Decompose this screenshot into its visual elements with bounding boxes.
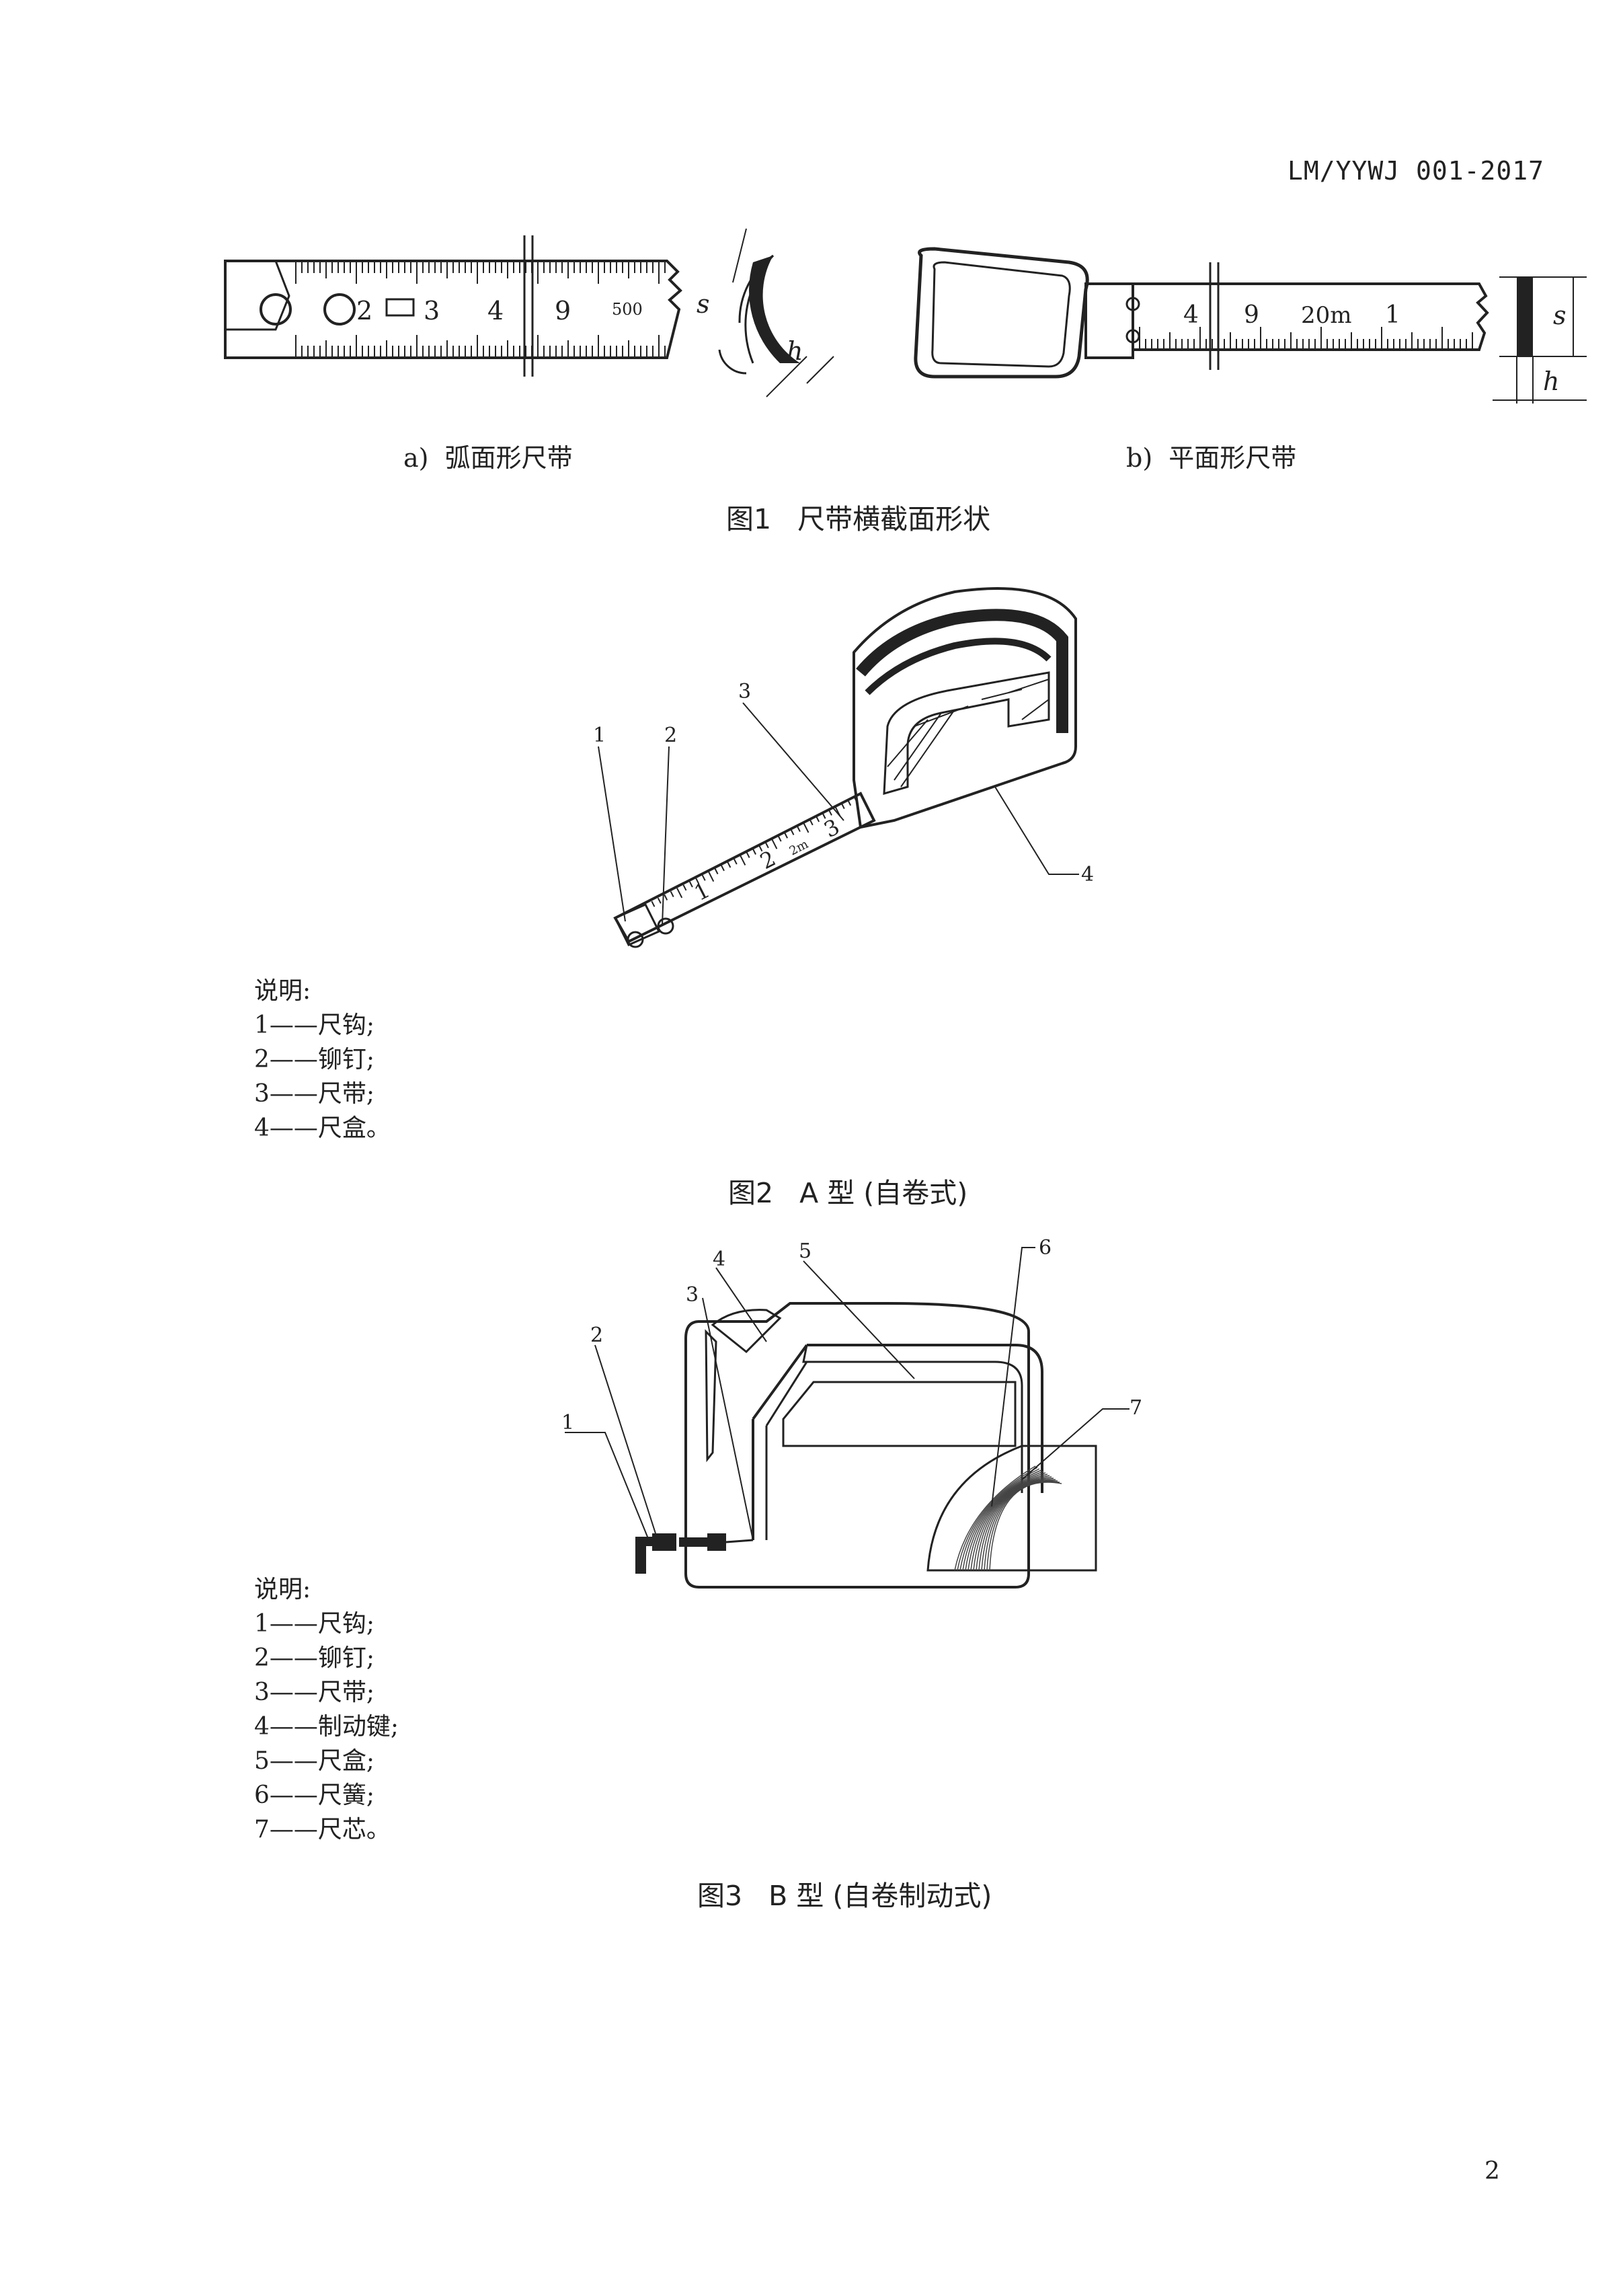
figure1a-subcaption: a) 弧面形尺带 (403, 443, 573, 473)
curved-cross-section: s h (697, 228, 834, 397)
dimension-s: s (697, 289, 710, 319)
tape-number: 4 (1183, 301, 1199, 329)
tape-case (684, 1302, 1043, 1589)
callout-3: 3 (738, 680, 751, 703)
hook-rivet (323, 293, 356, 326)
figure1b-subcaption: b) 平面形尺带 (1126, 443, 1297, 473)
callout-6: 6 (1039, 1236, 1052, 1260)
figure3-notes: 说明: 1——尺钩; 2——铆钉; 3——尺带; 4——制动键; 5——尺盒; … (254, 1572, 399, 1847)
ring-handle (914, 247, 1089, 379)
tape-number: 9 (1244, 301, 1259, 329)
figure2-notes: 说明: 1——尺钩; 2——铆钉; 3——尺带; 4——尺盒。 (254, 974, 391, 1145)
tick-marks (295, 261, 666, 358)
brand-label (385, 298, 415, 317)
note-item: 4——制动键; (254, 1713, 399, 1740)
hook-plate (1084, 282, 1134, 359)
figure3-tape-measure-drawing: 1 2 3 4 5 6 7 (561, 1236, 1142, 1589)
tape-blade: 1 2 2m 3 (613, 792, 876, 948)
callout-7: 7 (1130, 1396, 1142, 1420)
note-item: 4——尺盒。 (254, 1114, 391, 1142)
notes-title: 说明: (254, 977, 311, 1005)
tape-number: 4 (487, 296, 504, 326)
tape-case (853, 587, 1077, 829)
dimension-h: h (787, 336, 803, 366)
dimension-h: h (1543, 367, 1559, 396)
callout-1: 1 (593, 724, 606, 747)
note-item: 7——尺芯。 (254, 1816, 391, 1843)
tape-hook (635, 1533, 754, 1574)
tape-number: 1 (1385, 301, 1400, 329)
tape-number: 3 (424, 296, 440, 326)
callout-3: 3 (686, 1283, 699, 1307)
note-item: 3——尺带; (254, 1080, 375, 1108)
note-item: 1——尺钩; (254, 1011, 375, 1039)
standard-code: LM/YYWJ 001-2017 (1288, 156, 1545, 186)
tape-number: 20m (1301, 302, 1352, 329)
figure2-caption: 图2 A 型 (自卷式) (728, 1177, 968, 1209)
tape-number: 2 (356, 296, 372, 326)
tape-number: 9 (555, 296, 571, 326)
figure1b-flat-tape-drawing: 4 9 20m 1 s h (914, 247, 1587, 404)
callout-5: 5 (799, 1239, 812, 1263)
tape-outline (224, 260, 682, 359)
callout-4: 4 (1081, 863, 1094, 886)
note-item: 2——铆钉; (254, 1046, 375, 1073)
tape-number: 500 (612, 300, 643, 319)
dimension-s: s (1553, 301, 1567, 330)
figure2-tape-measure-drawing: 1 2 2m 3 1 2 3 4 (593, 587, 1094, 948)
tape-badge: 2m (787, 837, 811, 859)
note-item: 1——尺钩; (254, 1610, 375, 1638)
figure3-caption: 图3 B 型 (自卷制动式) (697, 1880, 992, 1912)
hook-rivet (260, 293, 292, 326)
figure1a-curved-tape-drawing: 2 3 4 9 500 s h (224, 228, 834, 397)
note-item: 3——尺带; (254, 1679, 375, 1706)
flat-cross-section: s h (1493, 276, 1587, 404)
tick-marks (1139, 327, 1473, 350)
tick-marks (645, 796, 858, 915)
callout-1: 1 (561, 1411, 574, 1434)
note-item: 5——尺盒; (254, 1747, 375, 1775)
notes-title: 说明: (254, 1576, 311, 1603)
note-item: 2——铆钉; (254, 1644, 375, 1672)
page-number: 2 (1485, 2157, 1500, 2185)
figure1-caption: 图1 尺带横截面形状 (726, 503, 991, 535)
callout-2: 2 (590, 1324, 603, 1347)
callout-2: 2 (664, 724, 677, 747)
spring-coil (926, 1445, 1097, 1572)
callout-4: 4 (713, 1248, 725, 1271)
note-item: 6——尺簧; (254, 1782, 375, 1809)
